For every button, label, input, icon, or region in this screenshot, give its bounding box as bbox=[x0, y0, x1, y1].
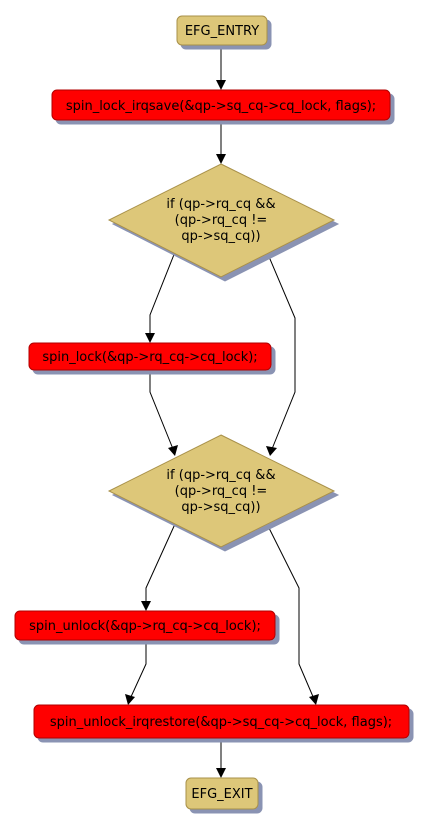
decision-2-line-1: if (qp->rq_cq && bbox=[166, 468, 275, 483]
arrowhead bbox=[216, 154, 226, 164]
node-decision-1: if (qp->rq_cq && (qp->rq_cq != qp->sq_cq… bbox=[107, 163, 336, 278]
edge-unlock-to-unlock-irqrestore bbox=[129, 640, 147, 700]
unlock-label: spin_unlock(&qp->rq_cq->cq_lock); bbox=[29, 619, 261, 634]
decision-1-line-2: (qp->rq_cq != bbox=[175, 213, 268, 228]
decision-1-line-3: qp->sq_cq)) bbox=[181, 229, 260, 244]
terminal-box bbox=[176, 15, 268, 46]
edge-decision-1-to-decision-2-bypass bbox=[266, 251, 296, 450]
action-box bbox=[28, 342, 272, 371]
arrowhead bbox=[125, 694, 135, 705]
action-box bbox=[33, 704, 410, 739]
decision-2-line-3: qp->sq_cq)) bbox=[181, 500, 260, 515]
edge-decision-1-to-lock bbox=[149, 251, 176, 338]
unlock-irqrestore-label: spin_unlock_irqrestore(&qp->sq_cq->cq_lo… bbox=[50, 715, 392, 730]
decision-1-line-1: if (qp->rq_cq && bbox=[166, 197, 275, 212]
arrowhead bbox=[309, 694, 319, 705]
node-lock: spin_lock(&qp->rq_cq->cq_lock); bbox=[28, 342, 272, 371]
lock-irqsave-label: spin_lock_irqsave(&qp->sq_cq->cq_lock, f… bbox=[66, 99, 376, 114]
arrowhead bbox=[216, 80, 226, 90]
node-decision-2: if (qp->rq_cq && (qp->rq_cq != qp->sq_cq… bbox=[107, 434, 336, 548]
action-box bbox=[51, 89, 391, 121]
exit-label: EFG_EXIT bbox=[191, 787, 252, 802]
node-lock-irqsave: spin_lock_irqsave(&qp->sq_cq->cq_lock, f… bbox=[51, 89, 391, 121]
terminal-box bbox=[185, 777, 259, 810]
decision-diamond bbox=[107, 163, 336, 278]
arrowhead bbox=[145, 333, 155, 343]
edge-decision-2-to-unlock-irqrestore-bypass bbox=[266, 523, 315, 700]
edge-lock-to-decision-2 bbox=[149, 370, 174, 450]
node-unlock-irqrestore: spin_unlock_irqrestore(&qp->sq_cq->cq_lo… bbox=[33, 704, 410, 739]
node-entry: EFG_ENTRY bbox=[176, 15, 268, 46]
edge-decision-2-to-unlock bbox=[145, 523, 176, 605]
arrowhead bbox=[266, 446, 277, 456]
action-box bbox=[14, 610, 276, 641]
arrowhead bbox=[216, 768, 226, 778]
decision-diamond bbox=[107, 434, 336, 548]
entry-label: EFG_ENTRY bbox=[185, 24, 259, 39]
lock-label: spin_lock(&qp->rq_cq->cq_lock); bbox=[42, 350, 257, 365]
arrowhead bbox=[168, 445, 178, 456]
node-unlock: spin_unlock(&qp->rq_cq->cq_lock); bbox=[14, 610, 276, 641]
node-exit: EFG_EXIT bbox=[185, 777, 259, 810]
edges bbox=[125, 45, 319, 778]
decision-2-line-2: (qp->rq_cq != bbox=[175, 484, 268, 499]
arrowhead bbox=[141, 601, 151, 611]
